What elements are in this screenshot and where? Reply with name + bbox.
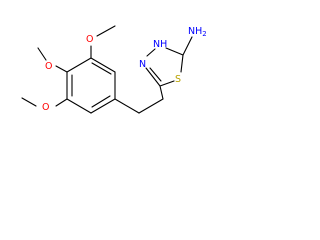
ring-nitrogen-h-symbol: N bbox=[153, 39, 160, 50]
sulfur-label: S bbox=[175, 74, 181, 85]
amine-bond bbox=[182, 36, 193, 56]
ring-bond bbox=[145, 67, 161, 87]
oxygen-label-bottom: O bbox=[42, 102, 49, 113]
amine-label: NH2 bbox=[188, 26, 207, 38]
benzene-ring bbox=[66, 57, 116, 114]
linker-bond bbox=[159, 85, 164, 100]
methyl-bond bbox=[96, 25, 116, 37]
ring-nitrogen-h-suffix: H bbox=[160, 39, 167, 50]
ring-bond bbox=[90, 57, 116, 73]
methoxy-bond bbox=[55, 65, 68, 73]
ring-bond bbox=[66, 98, 92, 114]
ethyl-linker bbox=[114, 85, 164, 114]
ring-bond bbox=[146, 48, 156, 57]
ring-bond bbox=[90, 98, 116, 114]
chemical-structure-diagram: O O O NH2 NH N S bbox=[21, 25, 207, 114]
ring-bond bbox=[165, 47, 184, 56]
linker-bond bbox=[114, 98, 140, 114]
ring-bond bbox=[159, 80, 175, 87]
ring-bond bbox=[66, 57, 92, 73]
ring-nitrogen-label: N bbox=[139, 59, 146, 70]
oxygen-label-middle: O bbox=[45, 61, 52, 72]
amine-subscript: 2 bbox=[202, 30, 206, 38]
thiadiazole-ring bbox=[145, 36, 193, 87]
methoxy-groups bbox=[21, 25, 116, 107]
amine-nh-text: NH bbox=[188, 26, 202, 37]
ring-bond bbox=[180, 54, 184, 73]
ring-double-bond bbox=[149, 67, 162, 82]
methyl-bond bbox=[21, 97, 37, 107]
ring-nitrogen-h-label: NH bbox=[153, 39, 167, 50]
ring-double-bond bbox=[91, 95, 111, 108]
methyl-bond bbox=[37, 47, 47, 61]
methoxy-bond bbox=[55, 98, 68, 107]
oxygen-label-top: O bbox=[86, 34, 93, 45]
ring-double-bond bbox=[91, 62, 112, 75]
atom-labels: O O O NH2 NH N S bbox=[42, 26, 207, 113]
linker-bond bbox=[138, 98, 164, 114]
